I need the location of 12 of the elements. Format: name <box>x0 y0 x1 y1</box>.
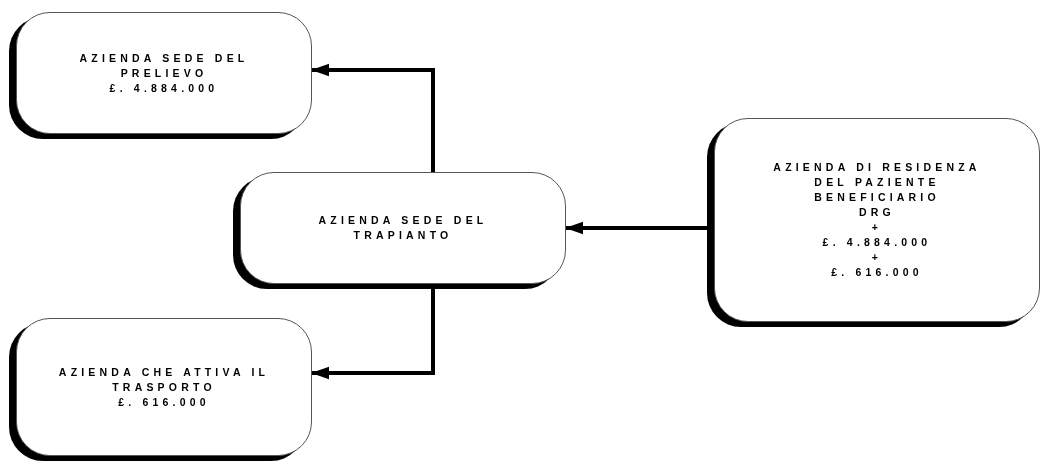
box-text: AZIENDA DI RESIDENZA DEL PAZIENTE BENEFICIARIO <box>772 160 982 205</box>
box-text: £. 616.000 <box>831 265 923 280</box>
box-text: £. 4.884.000 <box>822 235 932 250</box>
box-text: + <box>871 250 883 265</box>
box-text: £. 616.000 <box>118 394 210 410</box>
box-text: AZIENDA SEDE DEL TRAPIANTO <box>317 213 489 243</box>
arrow <box>311 63 435 172</box>
box-text: + <box>871 220 883 235</box>
box-text: AZIENDA SEDE DEL PRELIEVO <box>78 50 250 81</box>
box-text: £. 4.884.000 <box>109 80 219 96</box>
box-text: AZIENDA CHE ATTIVA IL TRASPORTO <box>57 364 271 395</box>
box-text: DRG <box>859 205 895 220</box>
